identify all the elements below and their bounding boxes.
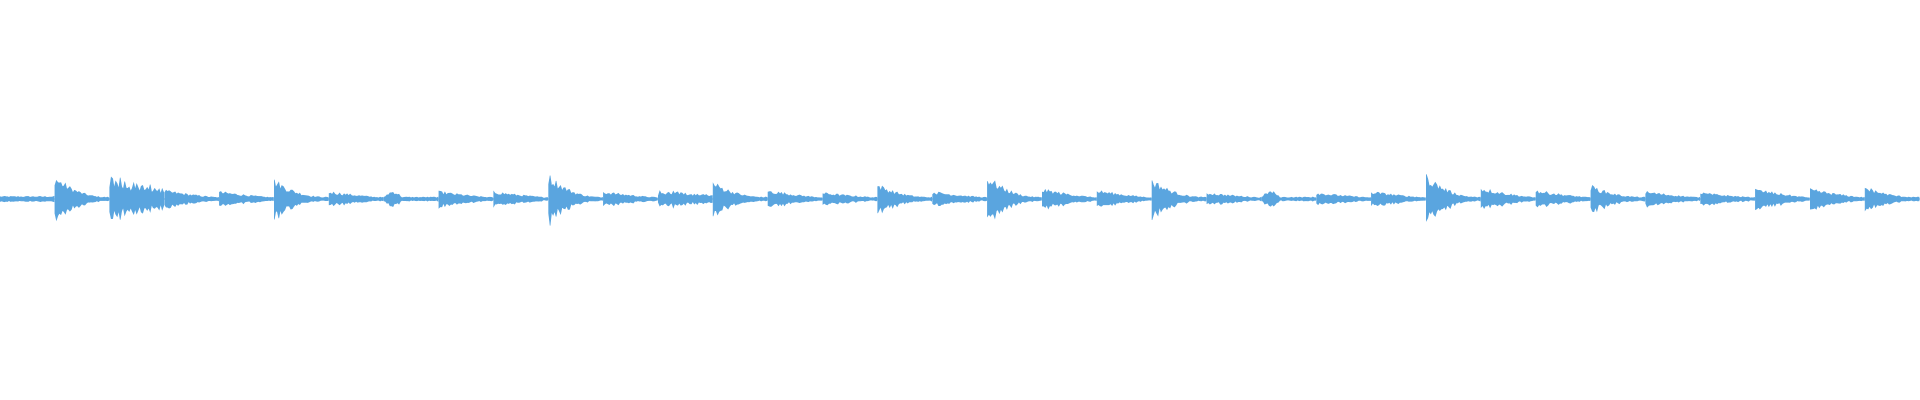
waveform-segment — [1151, 180, 1207, 220]
waveform-segment — [1426, 174, 1481, 222]
waveform-segment — [54, 179, 110, 222]
waveform-segment — [987, 180, 1042, 220]
waveform-segment — [274, 179, 329, 220]
waveform-segments — [0, 174, 1920, 226]
waveform-segment — [877, 185, 932, 214]
waveform-segment — [548, 175, 603, 226]
waveform-segment — [438, 190, 494, 209]
waveform-segment — [712, 182, 768, 217]
waveform-segment — [109, 176, 164, 220]
